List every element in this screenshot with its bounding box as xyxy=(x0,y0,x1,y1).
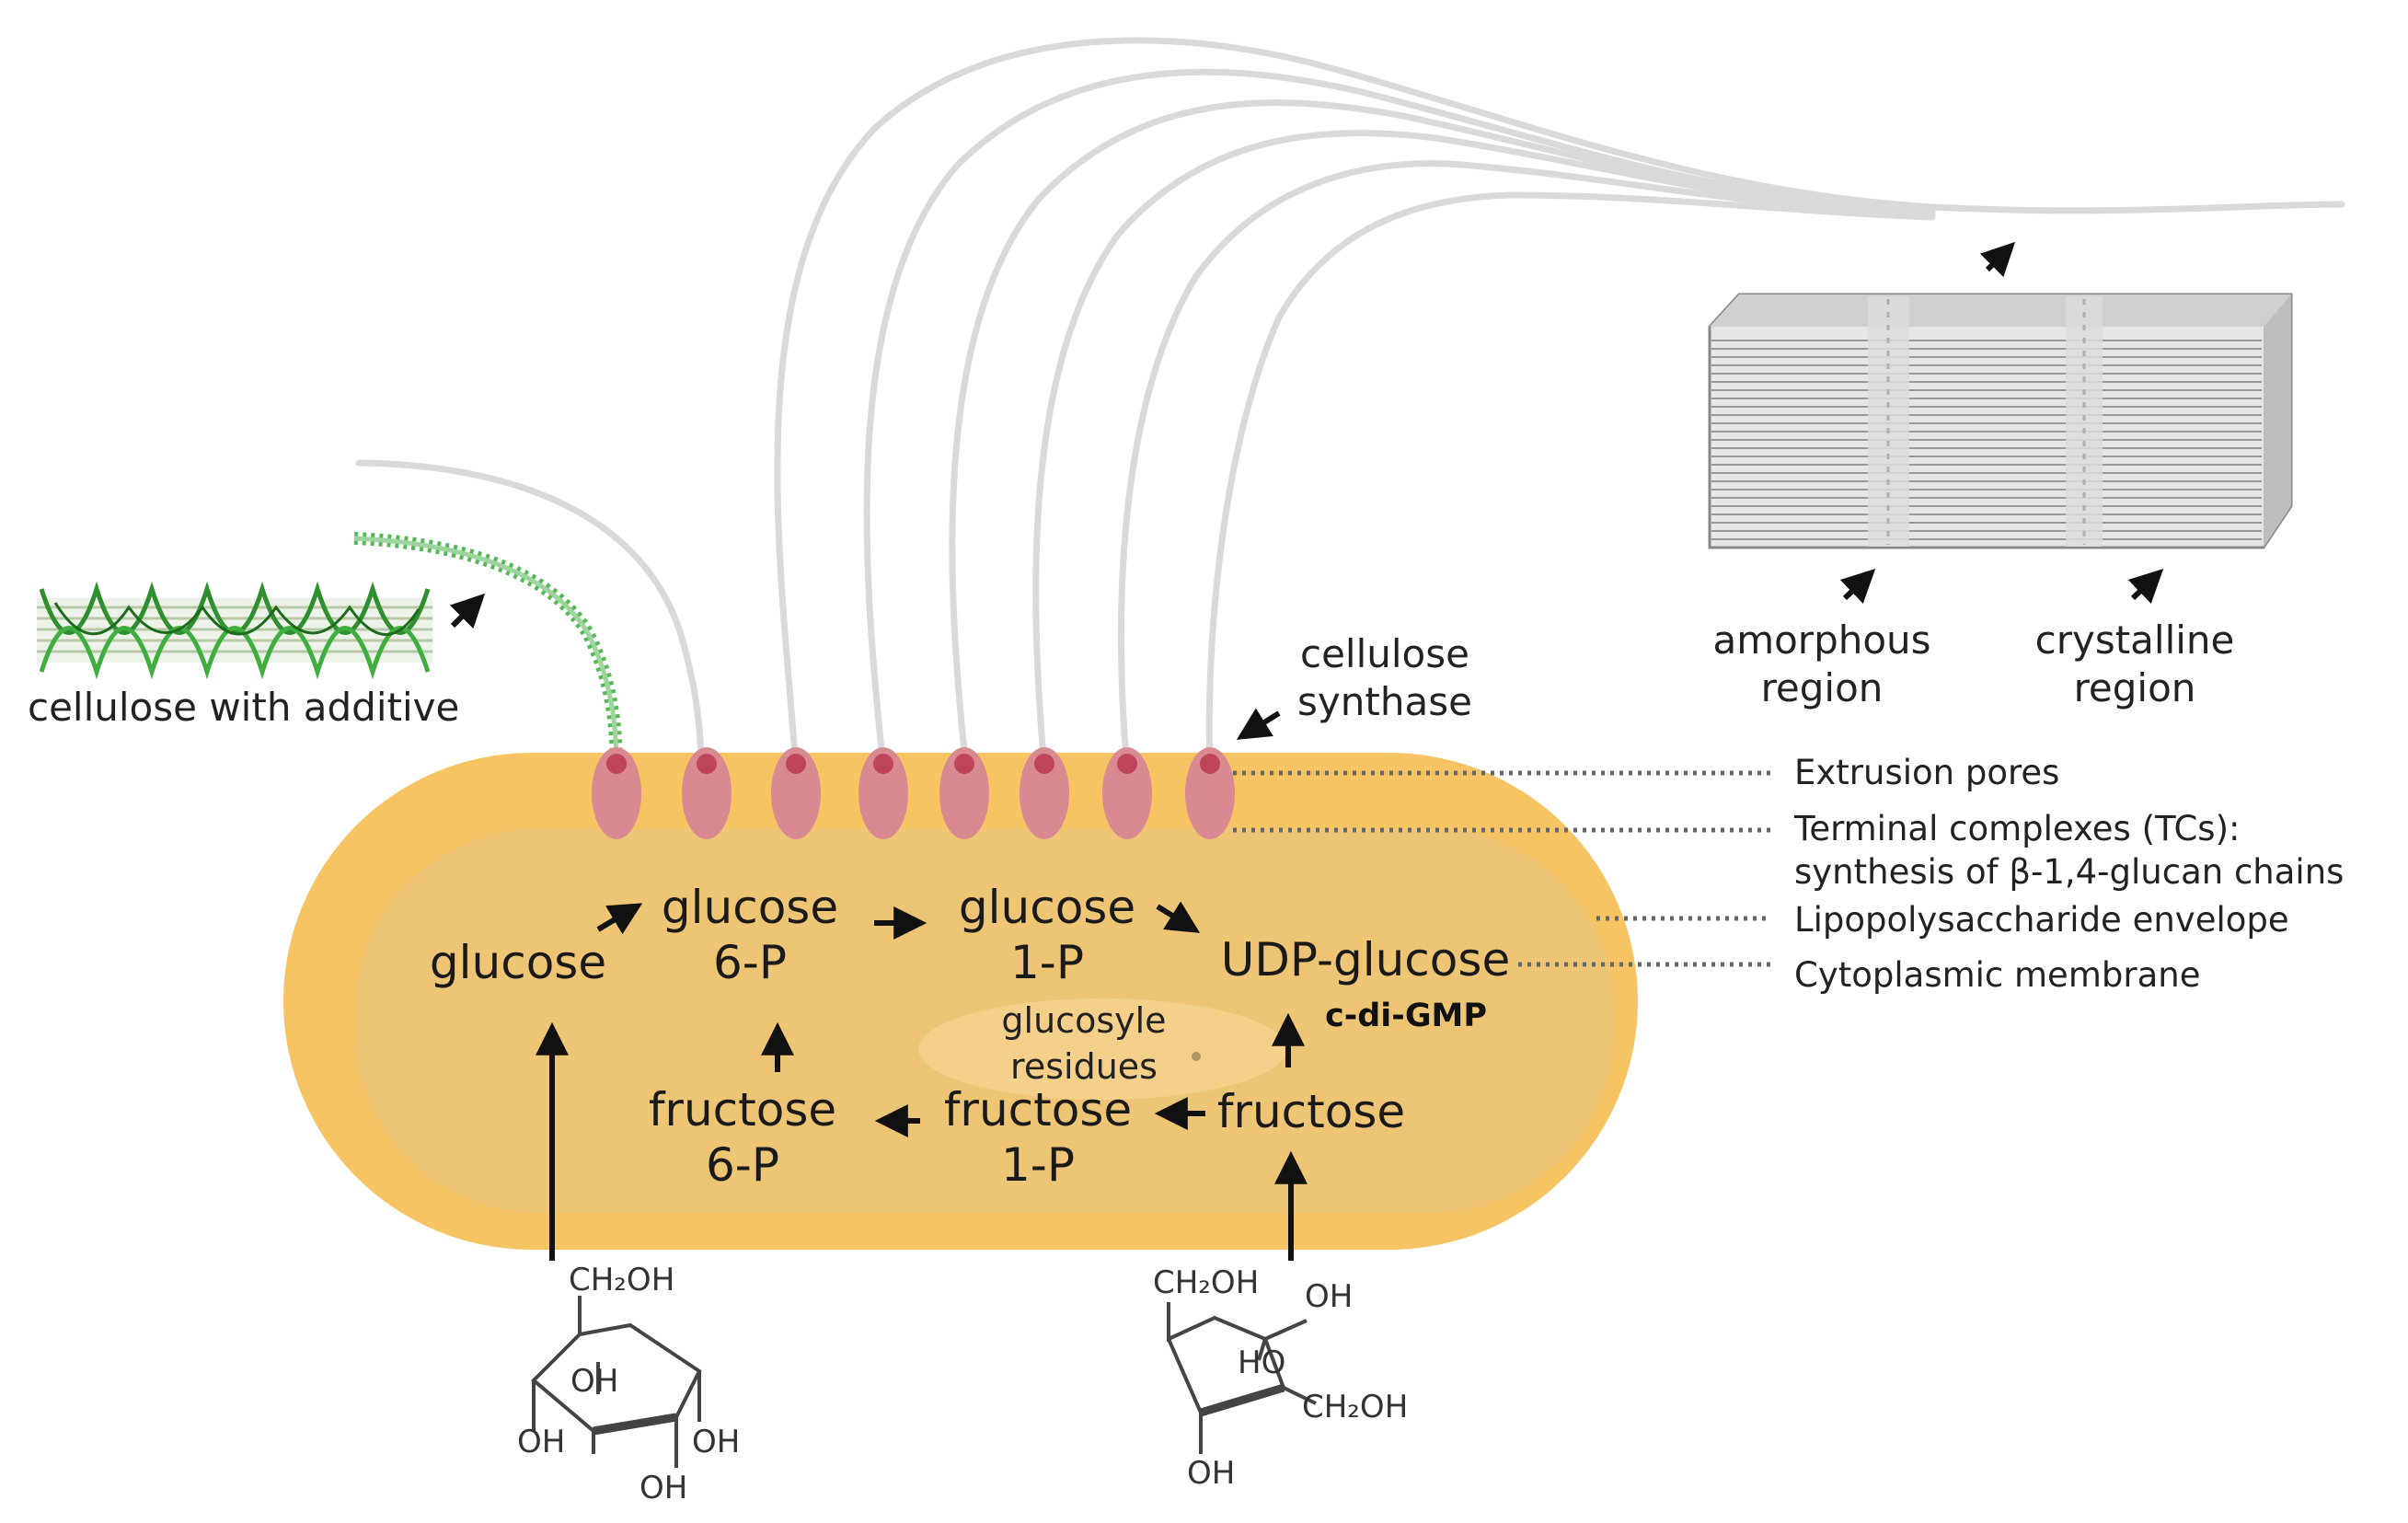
glucose-6p-label-1: glucose xyxy=(662,881,838,934)
crystalline-label-1: crystalline xyxy=(2035,617,2235,663)
cellulose-synthase-label-2: synthase xyxy=(1297,679,1472,724)
cellulose-fibrils xyxy=(355,37,2345,772)
crystalline-arrow xyxy=(2127,569,2164,604)
terminal-complexes xyxy=(592,747,1235,839)
glucose-oh-bottom: OH xyxy=(639,1470,687,1506)
terminal-complex xyxy=(771,747,821,839)
fructose-structure-labels: CH₂OH OH HO CH₂OH OH xyxy=(1153,1264,1408,1492)
fibril-6 xyxy=(1117,160,1936,772)
fibril-1 xyxy=(355,459,705,772)
leader-lines xyxy=(1233,770,1771,967)
residue-dot xyxy=(1192,1052,1201,1061)
glucose-oh-ring: OH xyxy=(570,1363,618,1400)
glucose-1p-label-2: 1-P xyxy=(1010,936,1084,989)
cellulose-with-additive-label: cellulose with additive xyxy=(28,685,459,730)
additive-helix-b xyxy=(39,626,431,680)
c-di-gmp-label: c-di-GMP xyxy=(1325,998,1487,1034)
additive-strand-core xyxy=(353,536,619,769)
synthase-arrow xyxy=(1236,708,1281,740)
arrow-g1p-to-udp xyxy=(1156,901,1201,933)
terminal-complex xyxy=(858,747,908,839)
glucose-1p-label-1: glucose xyxy=(959,881,1135,934)
crystalline-label-2: region xyxy=(2074,665,2196,710)
fructose-6p-label-2: 6-P xyxy=(706,1138,779,1192)
fructose-oh-top: OH xyxy=(1305,1278,1353,1315)
glucose-6p-label-2: 6-P xyxy=(713,936,787,989)
terminal-complex xyxy=(939,747,989,839)
additive-arrow xyxy=(449,593,486,629)
fructose-label: fructose xyxy=(1217,1085,1405,1138)
cellulose-additive-bundle xyxy=(37,581,432,680)
extrusion-pore xyxy=(606,754,627,774)
glucosyl-residues-label-2: residues xyxy=(1010,1046,1158,1087)
glucosyl-residues-label-1: glucosyle xyxy=(1001,1000,1166,1041)
fructose-1p-label-2: 1-P xyxy=(1001,1138,1075,1192)
terminal-complexes-label-1: Terminal complexes (TCs): xyxy=(1793,809,2240,848)
amorphous-label-1: amorphous xyxy=(1712,617,1930,663)
fructose-1p-label-1: fructose xyxy=(944,1083,1132,1136)
additive-fibril xyxy=(353,532,623,769)
amorphous-label-2: region xyxy=(1761,665,1884,710)
extrusion-pore xyxy=(786,754,806,774)
glucosyl-residue-region xyxy=(918,998,1286,1100)
fructose-ch2oh-right: CH₂OH xyxy=(1302,1389,1408,1425)
extrusion-pore xyxy=(697,754,717,774)
glucose-ch2oh: CH₂OH xyxy=(569,1262,674,1298)
udp-glucose-label: UDP-glucose xyxy=(1221,933,1510,986)
fructose-6p-label-1: fructose xyxy=(649,1083,836,1136)
fibril-3 xyxy=(863,68,1936,772)
crystalline-block xyxy=(1708,293,2293,549)
extrusion-pore xyxy=(1200,754,1220,774)
extrusion-pore xyxy=(1117,754,1137,774)
extrusion-pore xyxy=(954,754,974,774)
extrusion-pore xyxy=(1034,754,1054,774)
fibril-4 xyxy=(949,99,1936,772)
terminal-complex xyxy=(1020,747,1069,839)
lps-envelope-label: Lipopolysaccharide envelope xyxy=(1794,900,2289,940)
cytoplasmic-membrane-label: Cytoplasmic membrane xyxy=(1794,955,2200,995)
fibril-2 xyxy=(774,37,2345,772)
additive-helix-c xyxy=(53,602,421,636)
cellulose-synthase-label-1: cellulose xyxy=(1300,631,1469,676)
bacterial-cell xyxy=(283,753,1638,1250)
fructose-ho-ring: HO xyxy=(1238,1344,1285,1381)
terminal-complexes-label-2: synthesis of β-1,4-glucan chains xyxy=(1794,852,2344,892)
glucose-label: glucose xyxy=(430,936,606,989)
fructose-structure xyxy=(1167,1302,1317,1454)
amorphous-arrow xyxy=(1839,569,1876,604)
terminal-complex xyxy=(1185,747,1235,839)
block-arrow xyxy=(1979,241,2016,278)
terminal-complex xyxy=(682,747,732,839)
extrusion-pore xyxy=(873,754,893,774)
glucose-structure xyxy=(531,1296,702,1468)
fructose-ch2oh-top: CH₂OH xyxy=(1153,1264,1259,1301)
metabolic-pathway: glucose glucose 6-P glucose 1-P UDP-gluc… xyxy=(430,881,1510,1192)
terminal-complex xyxy=(592,747,641,839)
fructose-oh-bottom: OH xyxy=(1187,1455,1235,1492)
glucose-structure-labels: CH₂OH OH OH OH OH xyxy=(517,1262,740,1506)
pathway-arrows xyxy=(536,901,1308,1261)
glucose-oh-left: OH xyxy=(517,1424,565,1460)
arrow-glucose-to-g6p xyxy=(596,903,643,935)
fibril-7 xyxy=(1205,191,1936,772)
fibril-5 xyxy=(1032,130,1936,772)
terminal-complex xyxy=(1102,747,1152,839)
extrusion-pores-label: Extrusion pores xyxy=(1794,753,2059,792)
glucose-oh-right: OH xyxy=(692,1424,740,1460)
